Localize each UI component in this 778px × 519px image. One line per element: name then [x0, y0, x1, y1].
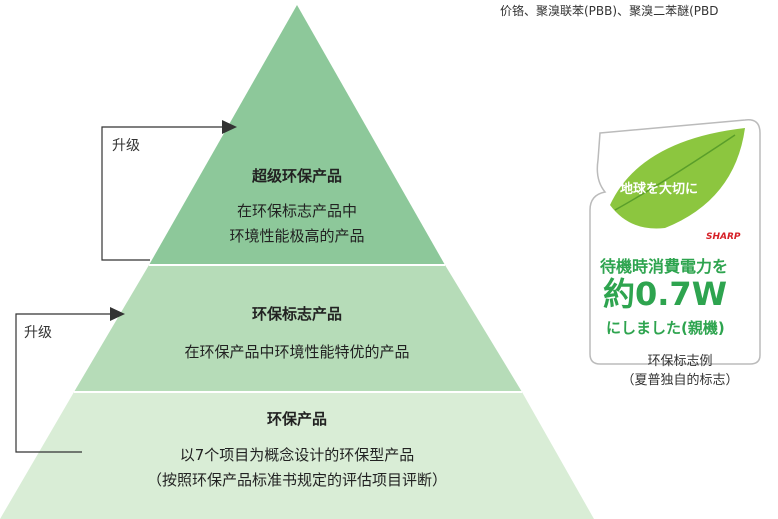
leaf-icon	[610, 128, 745, 229]
upgrade-label: 升级	[24, 325, 52, 341]
tier-desc-eco-label: 在环保产品中环境性能特优的产品	[184, 343, 410, 361]
eco-logo-badge	[589, 119, 761, 365]
tier-desc-super-eco-line1: 在环保标志产品中	[236, 202, 358, 220]
pyramid-tier-super-eco	[149, 5, 445, 265]
tier-title-super-eco: 超级环保产品	[251, 167, 343, 185]
pyramid-tier-eco-product	[0, 392, 594, 519]
logo-line1: 待機時消費電力を	[600, 257, 729, 276]
upgrade-label: 升级	[112, 138, 140, 154]
tier-title-eco-label: 环保标志产品	[251, 305, 343, 323]
tier-desc-eco-product-line1: 以7个项目为概念设计的环保型产品	[179, 446, 415, 464]
tier-desc-eco-product-line2: （按照环保产品标准书规定的评估项目评断）	[146, 471, 448, 489]
logo-line3: にしました(親機)	[606, 319, 725, 337]
logo-leaf-text: 地球を大切に	[620, 182, 699, 197]
upgrade-arrow-line	[101, 126, 222, 261]
logo-line2: 約0.7W	[603, 275, 727, 313]
tier-title-eco-product: 环保产品	[266, 410, 328, 428]
upgrade-arrowhead	[222, 120, 237, 134]
pyramid-tier-eco-label	[74, 265, 522, 392]
tier-desc-super-eco-line2: 环境性能极高的产品	[229, 227, 365, 245]
upgrade-arrowhead	[110, 307, 125, 321]
logo-caption-line1: 环保标志例	[647, 354, 713, 369]
logo-caption-line2: （夏普独自的标志）	[621, 373, 739, 388]
logo-brand: SHARP	[706, 232, 741, 242]
upgrade-arrow-line	[15, 313, 110, 453]
top-note-text: 价铬、聚溴联苯(PBB)、聚溴二苯醚(PBD	[500, 4, 719, 18]
